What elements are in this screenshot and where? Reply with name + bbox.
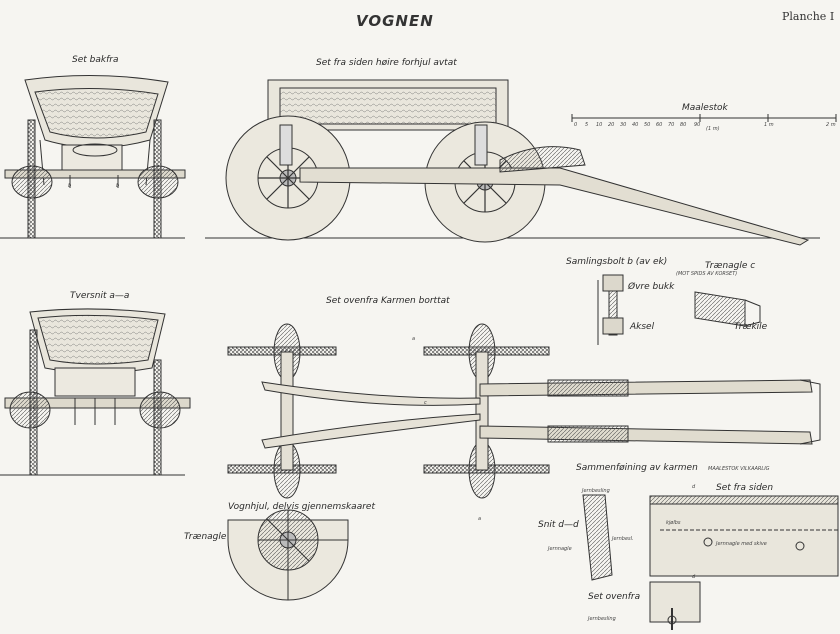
scale-tick-8: 70 bbox=[668, 122, 675, 128]
label-joint-section: Snit d—d bbox=[538, 520, 579, 530]
mark-b-rear-left: b bbox=[68, 183, 72, 189]
scale-tick-9: 80 bbox=[680, 122, 687, 128]
scale-end-2m: 2 m bbox=[826, 122, 836, 128]
mark-c: c bbox=[424, 400, 427, 406]
label-iron-fitting-bottom: Jernbesling bbox=[588, 616, 616, 622]
top-view-drawing bbox=[227, 323, 821, 499]
scale-tick-1: 5 bbox=[585, 122, 589, 128]
side-view-drawing bbox=[225, 79, 810, 246]
label-joint-view: Sammenføining av karmen bbox=[576, 463, 698, 473]
bolt-upper-label: Øvre bukk bbox=[628, 282, 675, 292]
label-joint-scale: MAALESTOK VILKAARLIG bbox=[708, 466, 770, 472]
scale-unit: (1 m) bbox=[706, 126, 720, 132]
mark-a-top: a bbox=[412, 336, 416, 342]
rear-view-drawing bbox=[4, 74, 186, 239]
label-side-view: Set fra siden høire forhjul avtat bbox=[316, 58, 457, 68]
scale-title: Maalestok bbox=[682, 103, 728, 113]
peg-wedge-label: Trækile bbox=[734, 322, 768, 332]
joint-detail-drawing bbox=[582, 494, 839, 630]
plate-number: Planche I bbox=[782, 10, 835, 23]
wheel-section-drawing bbox=[227, 509, 349, 601]
label-cleat: kjølbs bbox=[666, 520, 681, 526]
label-rear-view: Set bakfra bbox=[72, 55, 119, 65]
label-joint-side: Set fra siden bbox=[716, 483, 774, 493]
scale-end-1m: 1 m bbox=[764, 122, 774, 128]
mark-a-bottom: a bbox=[478, 516, 482, 522]
mark-b-rear-right: b bbox=[116, 183, 120, 189]
peg-title: Trænagle c bbox=[705, 261, 756, 271]
label-iron-fitting-top: Jernbesling bbox=[582, 488, 610, 494]
scale-tick-10: 90 bbox=[694, 122, 701, 128]
scale-tick-7: 60 bbox=[656, 122, 663, 128]
mark-d-bottom: d bbox=[692, 574, 696, 580]
peg-note: (MOT SPIDS AV KORSET) bbox=[676, 271, 738, 277]
wheel-peg-label: Trænagle bbox=[184, 532, 227, 542]
label-top-view: Set ovenfra Karmen borttat bbox=[326, 296, 450, 306]
scale-tick-2: 10 bbox=[596, 122, 603, 128]
bolt-detail-drawing bbox=[597, 274, 624, 345]
scale-tick-4: 30 bbox=[620, 122, 627, 128]
peg-detail-drawing bbox=[694, 291, 761, 327]
section-view-drawing bbox=[4, 308, 191, 476]
mark-d-top: d bbox=[692, 484, 696, 490]
label-wheel-view: Vognhjul, delvis gjennemskaaret bbox=[228, 502, 375, 512]
bolt-axle-label: Aksel bbox=[630, 322, 655, 332]
label-iron-nail: Jernnagle bbox=[548, 546, 572, 552]
scale-tick-6: 50 bbox=[644, 122, 651, 128]
label-section-view: Tversnit a—a bbox=[70, 291, 130, 301]
bolt-title: Samlingsbolt b (av ek) bbox=[566, 257, 668, 267]
drawing-title: VOGNEN bbox=[356, 12, 434, 30]
scale-bar bbox=[571, 114, 837, 122]
scale-tick-3: 20 bbox=[608, 122, 615, 128]
label-joint-top: Set ovenfra bbox=[588, 592, 641, 602]
label-iron-fitting-side: Jernbesl. bbox=[612, 536, 634, 542]
label-iron-nail-head: Jernnagle med skive bbox=[716, 541, 767, 547]
scale-tick-5: 40 bbox=[632, 122, 639, 128]
scale-tick-0: 0 bbox=[574, 122, 578, 128]
